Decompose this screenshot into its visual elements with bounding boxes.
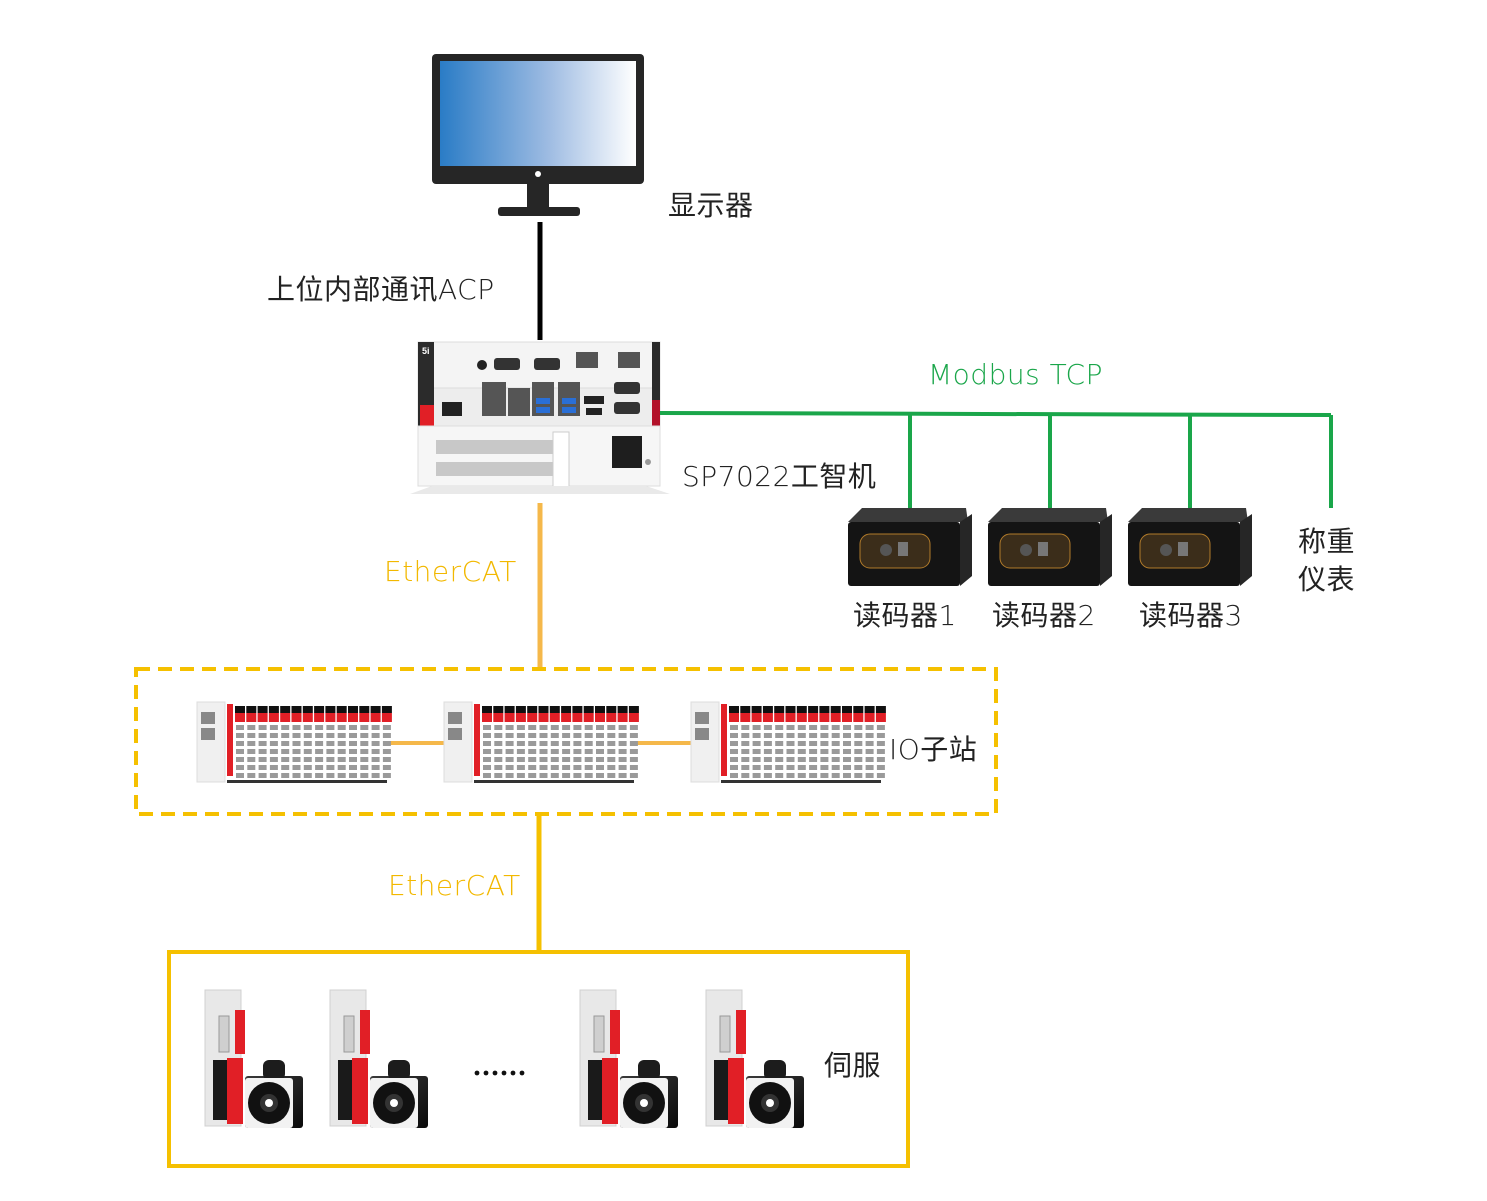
controller-label: SP7022工智机 [682, 460, 877, 493]
modbus-label: Modbus TCP [928, 358, 1103, 391]
io-group-box [134, 667, 998, 816]
code-reader-3 [1128, 508, 1252, 586]
io-group-label: IO子站 [889, 733, 978, 766]
scale-label-line2: 仪表 [1298, 563, 1356, 596]
servo-group-box [167, 950, 910, 1168]
ethercat-servo-label: EtherCAT [388, 869, 521, 902]
servo-unit-3 [579, 989, 678, 1128]
monitor-label: 显示器 [668, 189, 754, 222]
svg-text:5i: 5i [422, 346, 430, 356]
acp-link-label: 上位内部通讯ACP [267, 273, 495, 306]
reader-2-label: 读码器2 [992, 599, 1096, 632]
servo-group-label: 伺服 [824, 1049, 882, 1082]
ethercat-io-label: EtherCAT [384, 555, 517, 588]
servo-ellipsis-dots [474, 1070, 525, 1076]
io-station-2 [443, 701, 639, 783]
servo-unit-4 [705, 989, 804, 1128]
servo-unit-1 [204, 989, 303, 1128]
code-reader-1 [848, 508, 972, 586]
reader-1-label: 读码器1 [853, 599, 957, 632]
reader-3-label: 读码器3 [1139, 599, 1243, 632]
servo-unit-2 [329, 989, 428, 1128]
io-station-1 [196, 701, 392, 783]
io-station-3 [690, 701, 886, 783]
controller-device: 5i [410, 341, 670, 494]
monitor-icon [432, 54, 644, 216]
code-reader-2 [988, 508, 1112, 586]
modbus-bus [659, 411, 1333, 508]
scale-label-line1: 称重 [1298, 525, 1356, 558]
